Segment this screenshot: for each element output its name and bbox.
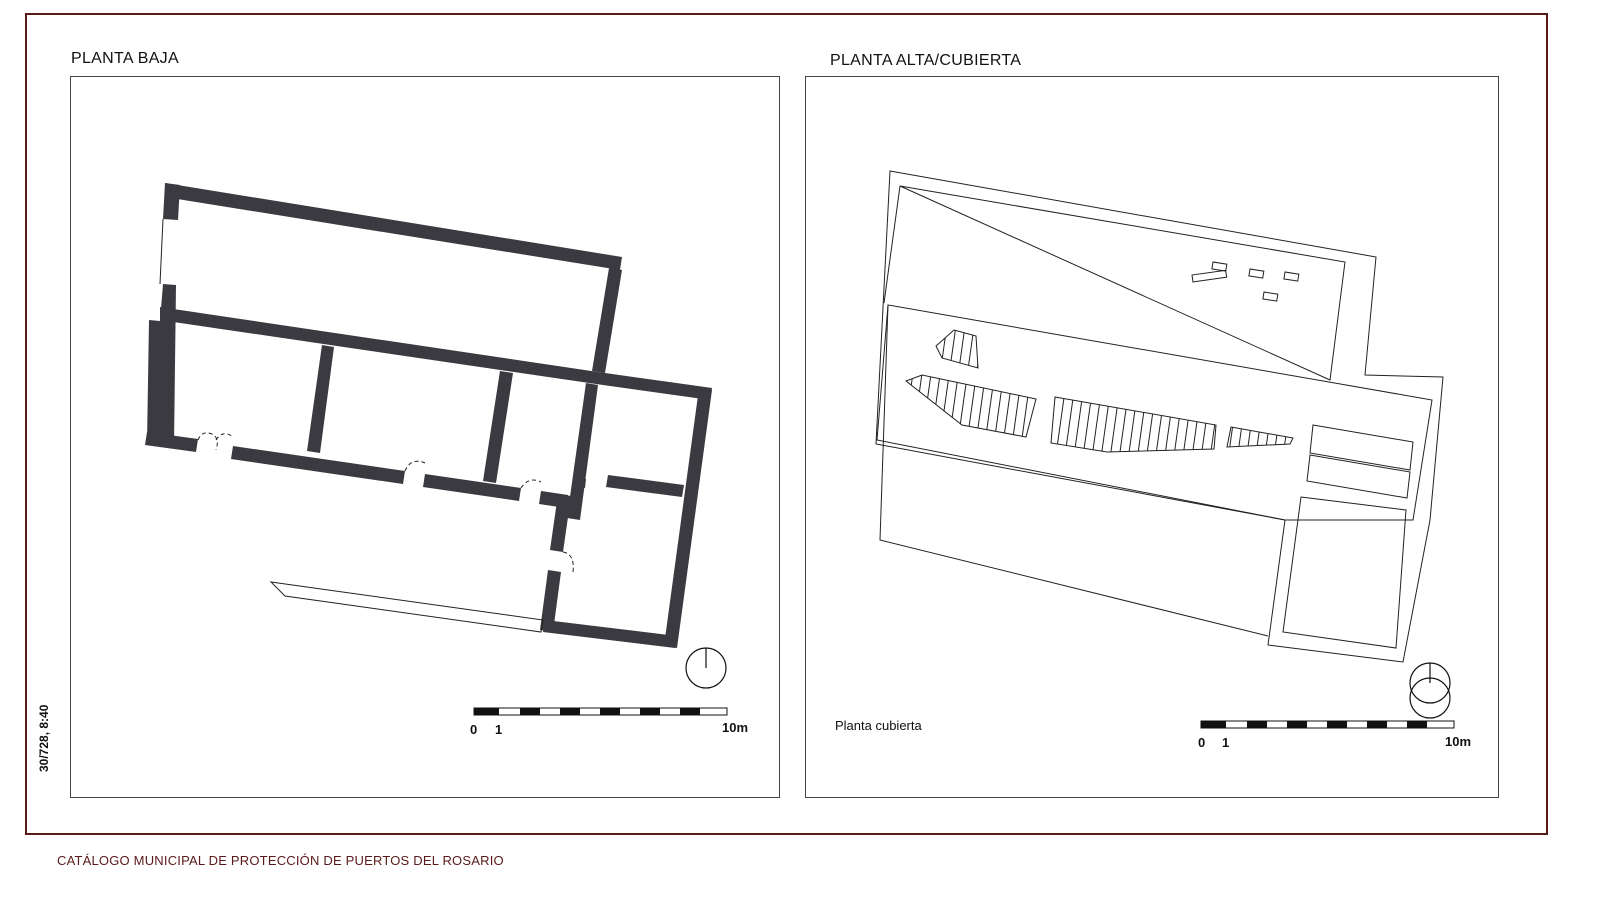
wall-south-3 [423, 474, 521, 501]
wall-north [165, 183, 622, 270]
north-arrow-icon [685, 647, 727, 689]
roof-east-strip-2 [1306, 454, 1411, 499]
side-code: 30/728, 8:40 [37, 704, 51, 772]
roof-outline-north [875, 170, 1444, 663]
ground-floor-thin-lines [159, 218, 574, 633]
scale-left-one: 1 [495, 722, 503, 737]
scale-bar-right [1200, 720, 1455, 729]
scale-left-zero: 0 [470, 722, 478, 737]
scale-left-ten: 10m [722, 720, 749, 735]
left-panel-title: PLANTA BAJA [71, 50, 179, 67]
roof-band [876, 304, 1433, 521]
roof-inner-north [899, 185, 1346, 381]
hatched-roof-pieces [904, 329, 1294, 453]
left-plan-box [70, 76, 780, 798]
wall-west-lower [147, 284, 176, 445]
wall-east-block-west-a [550, 494, 571, 552]
footer-caption: CATÁLOGO MUNICIPAL DE PROTECCIÓN DE PUER… [57, 853, 504, 868]
wall-south-east [543, 620, 677, 648]
partition-3 [567, 383, 598, 520]
north-arrow-icon [1409, 662, 1451, 719]
roof-plan [875, 170, 1444, 663]
ground-floor-plan [145, 183, 712, 648]
right-plan-box [805, 76, 1499, 798]
roof-east-rect [1282, 496, 1407, 649]
wall-south-2 [231, 446, 405, 484]
wall-east [664, 388, 712, 648]
partition-1 [307, 345, 334, 453]
scale-bar-left [473, 707, 728, 716]
wall-south-1 [145, 432, 198, 452]
wall-inner-east [606, 475, 684, 497]
right-panel-title: PLANTA ALTA/CUBIERTA [830, 52, 1022, 69]
wall-west-upper [163, 183, 180, 220]
small-block [577, 478, 586, 488]
scale-right-ten: 10m [1445, 734, 1472, 749]
partition-2 [483, 371, 513, 483]
ramp-outline [269, 581, 544, 633]
scale-right-one: 1 [1222, 735, 1230, 750]
wall-middle [160, 307, 712, 400]
wall-east-north [592, 268, 622, 373]
sheet-frame [25, 13, 1548, 835]
roof-east-strip-1 [1309, 424, 1414, 471]
scale-right-zero: 0 [1198, 735, 1206, 750]
wall-east-block-west-b [540, 570, 561, 632]
roof-plan-label: Planta cubierta [835, 718, 922, 733]
